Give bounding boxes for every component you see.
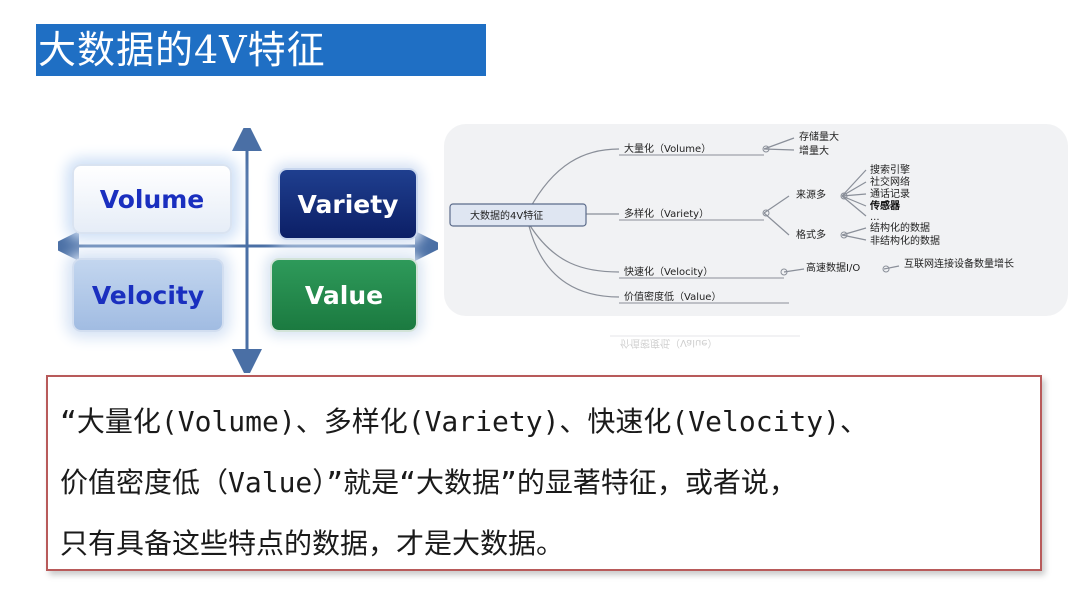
mindmap-source-leaf3: 通话记录 xyxy=(870,188,910,200)
mindmap-velocity-leaf: 互联网连接设备数量增长 xyxy=(904,257,1014,270)
page-title: 大数据的4V特征 xyxy=(38,28,326,72)
mindmap-branch-variety: 多样化（Variety） xyxy=(624,207,709,220)
mindmap-reflection-text: 价值密度低（Value） xyxy=(620,337,717,350)
velocity-box: Velocity xyxy=(72,258,224,332)
mindmap-root-box xyxy=(449,203,587,227)
quadrant-axes xyxy=(58,128,438,373)
mindmap-branch-velocity: 快速化（Velocity） xyxy=(624,265,713,278)
value-box: Value xyxy=(270,258,418,332)
mindmap-volume-leaf2: 增量大 xyxy=(799,144,829,157)
mindmap-source-leaf2: 社交网络 xyxy=(870,175,910,188)
definition-text-box: “大量化(Volume)、多样化(Variety)、快速化(Velocity)、… xyxy=(46,375,1042,571)
mindmap-reflection: 价值密度低（Value） xyxy=(600,320,820,360)
body-text-line1: “大量化(Volume)、多样化(Variety)、快速化(Velocity)、 xyxy=(60,405,869,438)
mindmap-variety-source: 来源多 xyxy=(796,188,826,201)
volume-box: Volume xyxy=(72,164,232,234)
mindmap-branch-volume: 大量化（Volume） xyxy=(624,142,711,155)
velocity-label: Velocity xyxy=(91,280,205,310)
mindmap-volume-leaf1: 存储量大 xyxy=(799,130,839,143)
body-text-line3: 只有具备这些特点的数据，才是大数据。 xyxy=(60,527,565,560)
value-label: Value xyxy=(304,280,384,310)
variety-box: Variety xyxy=(278,168,418,240)
mindmap-branch-value: 价值密度低（Value） xyxy=(624,290,721,303)
mindmap-source-leaf4: 传感器 xyxy=(869,199,901,212)
variety-label: Variety xyxy=(297,189,399,219)
volume-label: Volume xyxy=(99,184,205,214)
body-text-line2: 价值密度低（Value）”就是“大数据”的显著特征，或者说， xyxy=(60,466,797,499)
mindmap-format-leaf2: 非结构化的数据 xyxy=(870,234,940,247)
mindmap-root: 大数据的4V特征 xyxy=(470,209,543,222)
four-v-quadrant: Volume Variety Velocity Value xyxy=(58,128,438,373)
mindmap-svg: 大数据的4V特征 大量化（Volume） 存储量大 增量大 多样化（Variet… xyxy=(449,130,1014,304)
mindmap-velocity-sub: 高速数据I/O xyxy=(806,261,860,274)
mindmap-source-leaf5: ... xyxy=(870,212,880,223)
mindmap-source-leaf1: 搜索引擎 xyxy=(870,163,910,176)
mindmap-variety-format: 格式多 xyxy=(796,228,826,241)
mindmap-format-leaf1: 结构化的数据 xyxy=(870,221,930,234)
mindmap-image: 大数据的4V特征 大量化（Volume） 存储量大 增量大 多样化（Variet… xyxy=(444,124,1068,316)
title-bar: 大数据的4V特征 xyxy=(36,24,486,76)
